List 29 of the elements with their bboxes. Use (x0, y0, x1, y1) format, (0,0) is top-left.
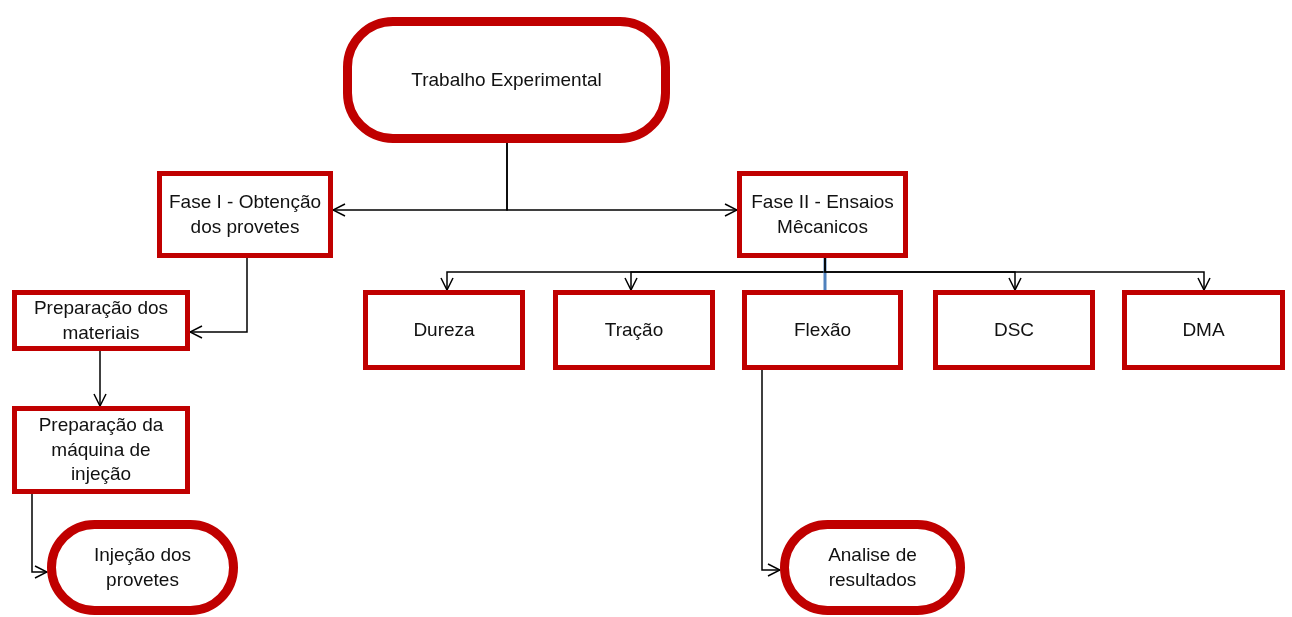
node-label: Fase I - Obtenção dos provetes (167, 189, 323, 239)
process-box (157, 171, 333, 258)
node-label: Flexão (793, 317, 852, 342)
arrow (31, 493, 48, 579)
process-box (12, 406, 190, 494)
process-box (363, 290, 525, 370)
process-box (553, 290, 715, 370)
node-label: Injeção dos provetes (92, 542, 193, 592)
node-label: Analise de resultados (827, 542, 918, 592)
node-label: Tração (603, 317, 665, 342)
node-label: Dureza (412, 317, 476, 342)
arrow (761, 369, 781, 577)
arrow (506, 142, 738, 217)
terminal-shape (343, 17, 670, 143)
connector-line (823, 258, 827, 290)
node-label: Trabalho Experimental (410, 67, 603, 92)
process-box (12, 290, 190, 351)
arrow (189, 257, 248, 339)
arrow (93, 350, 107, 407)
process-box (742, 290, 903, 370)
node-label: Preparação da máquina de injeção (37, 412, 165, 487)
process-box (737, 171, 908, 258)
node-label: Preparação dos materiais (32, 295, 170, 345)
process-box (1122, 290, 1285, 370)
node-label: DSC (992, 317, 1036, 342)
process-box (933, 290, 1095, 370)
node-label: Fase II - Ensaios Mêcanicos (750, 189, 895, 239)
node-label: DMA (1181, 317, 1226, 342)
arrow (824, 257, 1211, 291)
